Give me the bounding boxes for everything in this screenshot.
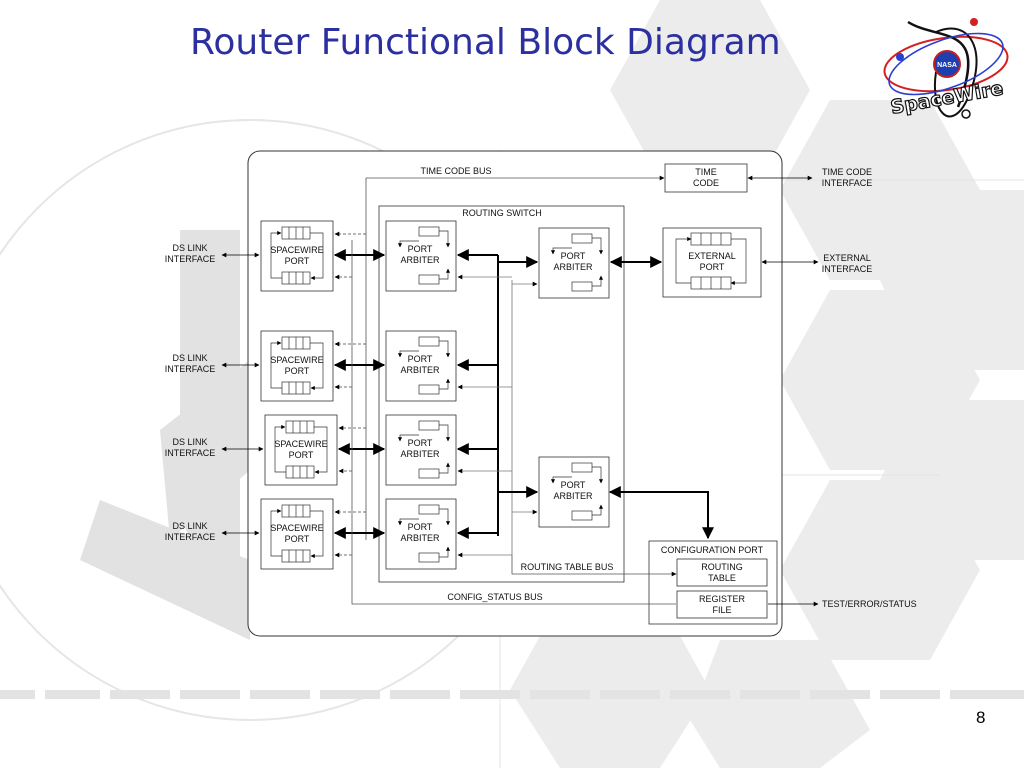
port-arbiter-right-2-line2: ARBITER (553, 491, 593, 501)
routing-table-bus-label: ROUTING TABLE BUS (521, 562, 614, 572)
spacewire-port-1-line1: SPACEWIRE (270, 245, 323, 255)
ds-link-interface-1-line2: INTERFACE (165, 254, 216, 264)
spacewire-port-2-line2: PORT (285, 366, 310, 376)
logo-badge: NASA (937, 62, 957, 69)
ds-link-interface-2-line1: DS LINK (172, 353, 207, 363)
ds-link-interface-1-line1: DS LINK (172, 243, 207, 253)
spacewire-port-4-line1: SPACEWIRE (270, 523, 323, 533)
routing-switch-box (378, 205, 625, 583)
external-port-line2: PORT (700, 262, 725, 272)
config-status-bus-label: CONFIG_STATUS BUS (447, 592, 542, 602)
time-code-block-line1: TIME (695, 167, 717, 177)
port-arbiter-right-2-line1: PORT (561, 480, 586, 490)
external-interface-line1: EXTERNAL (823, 253, 871, 263)
register-file-line2: FILE (712, 605, 731, 615)
time-code-block-line2: CODE (693, 178, 719, 188)
routing-switch-label: ROUTING SWITCH (462, 208, 542, 218)
register-file-line1: REGISTER (699, 594, 746, 604)
port-arbiter-right-1-line2: ARBITER (553, 262, 593, 272)
port-arbiter-1-line1: PORT (408, 244, 433, 254)
port-arbiter-4-line2: ARBITER (400, 533, 440, 543)
ds-link-interface-3-line1: DS LINK (172, 437, 207, 447)
ds-link-interface-4-line1: DS LINK (172, 521, 207, 531)
time-code-interface-line1: TIME CODE (822, 167, 872, 177)
port-arbiter-2-line1: PORT (408, 354, 433, 364)
register-file-block (676, 590, 768, 619)
spacewire-port-1-line2: PORT (285, 256, 310, 266)
spacewire-port-4-line2: PORT (285, 534, 310, 544)
ds-link-interface-2-line2: INTERFACE (165, 364, 216, 374)
time-code-block (664, 163, 748, 193)
time-code-interface-line2: INTERFACE (822, 178, 873, 188)
port-arbiter-1-line2: ARBITER (400, 255, 440, 265)
routing-table-line2: TABLE (708, 573, 736, 583)
slide-title: Router Functional Block Diagram (190, 22, 781, 63)
spacewire-logo: NASA SpaceWire (883, 18, 1009, 119)
routing-table-block (676, 558, 768, 587)
page-number: 8 (976, 708, 986, 727)
port-arbiter-right-1-line1: PORT (561, 251, 586, 261)
time-code-bus-label: TIME CODE BUS (420, 166, 491, 176)
ds-link-interface-3-line2: INTERFACE (165, 448, 216, 458)
configuration-port-label: CONFIGURATION PORT (661, 545, 764, 555)
routing-table-line1: ROUTING (701, 562, 743, 572)
external-port-line1: EXTERNAL (688, 251, 736, 261)
port-arbiter-3-line1: PORT (408, 438, 433, 448)
spacewire-port-3-line2: PORT (289, 450, 314, 460)
external-interface-line2: INTERFACE (822, 264, 873, 274)
spacewire-port-3-line1: SPACEWIRE (274, 439, 327, 449)
spacewire-port-2-line1: SPACEWIRE (270, 355, 323, 365)
port-arbiter-3-line2: ARBITER (400, 449, 440, 459)
port-arbiter-2-line2: ARBITER (400, 365, 440, 375)
port-arbiter-4-line1: PORT (408, 522, 433, 532)
test-error-status-label: TEST/ERROR/STATUS (822, 599, 917, 609)
ds-link-interface-4-line2: INTERFACE (165, 532, 216, 542)
